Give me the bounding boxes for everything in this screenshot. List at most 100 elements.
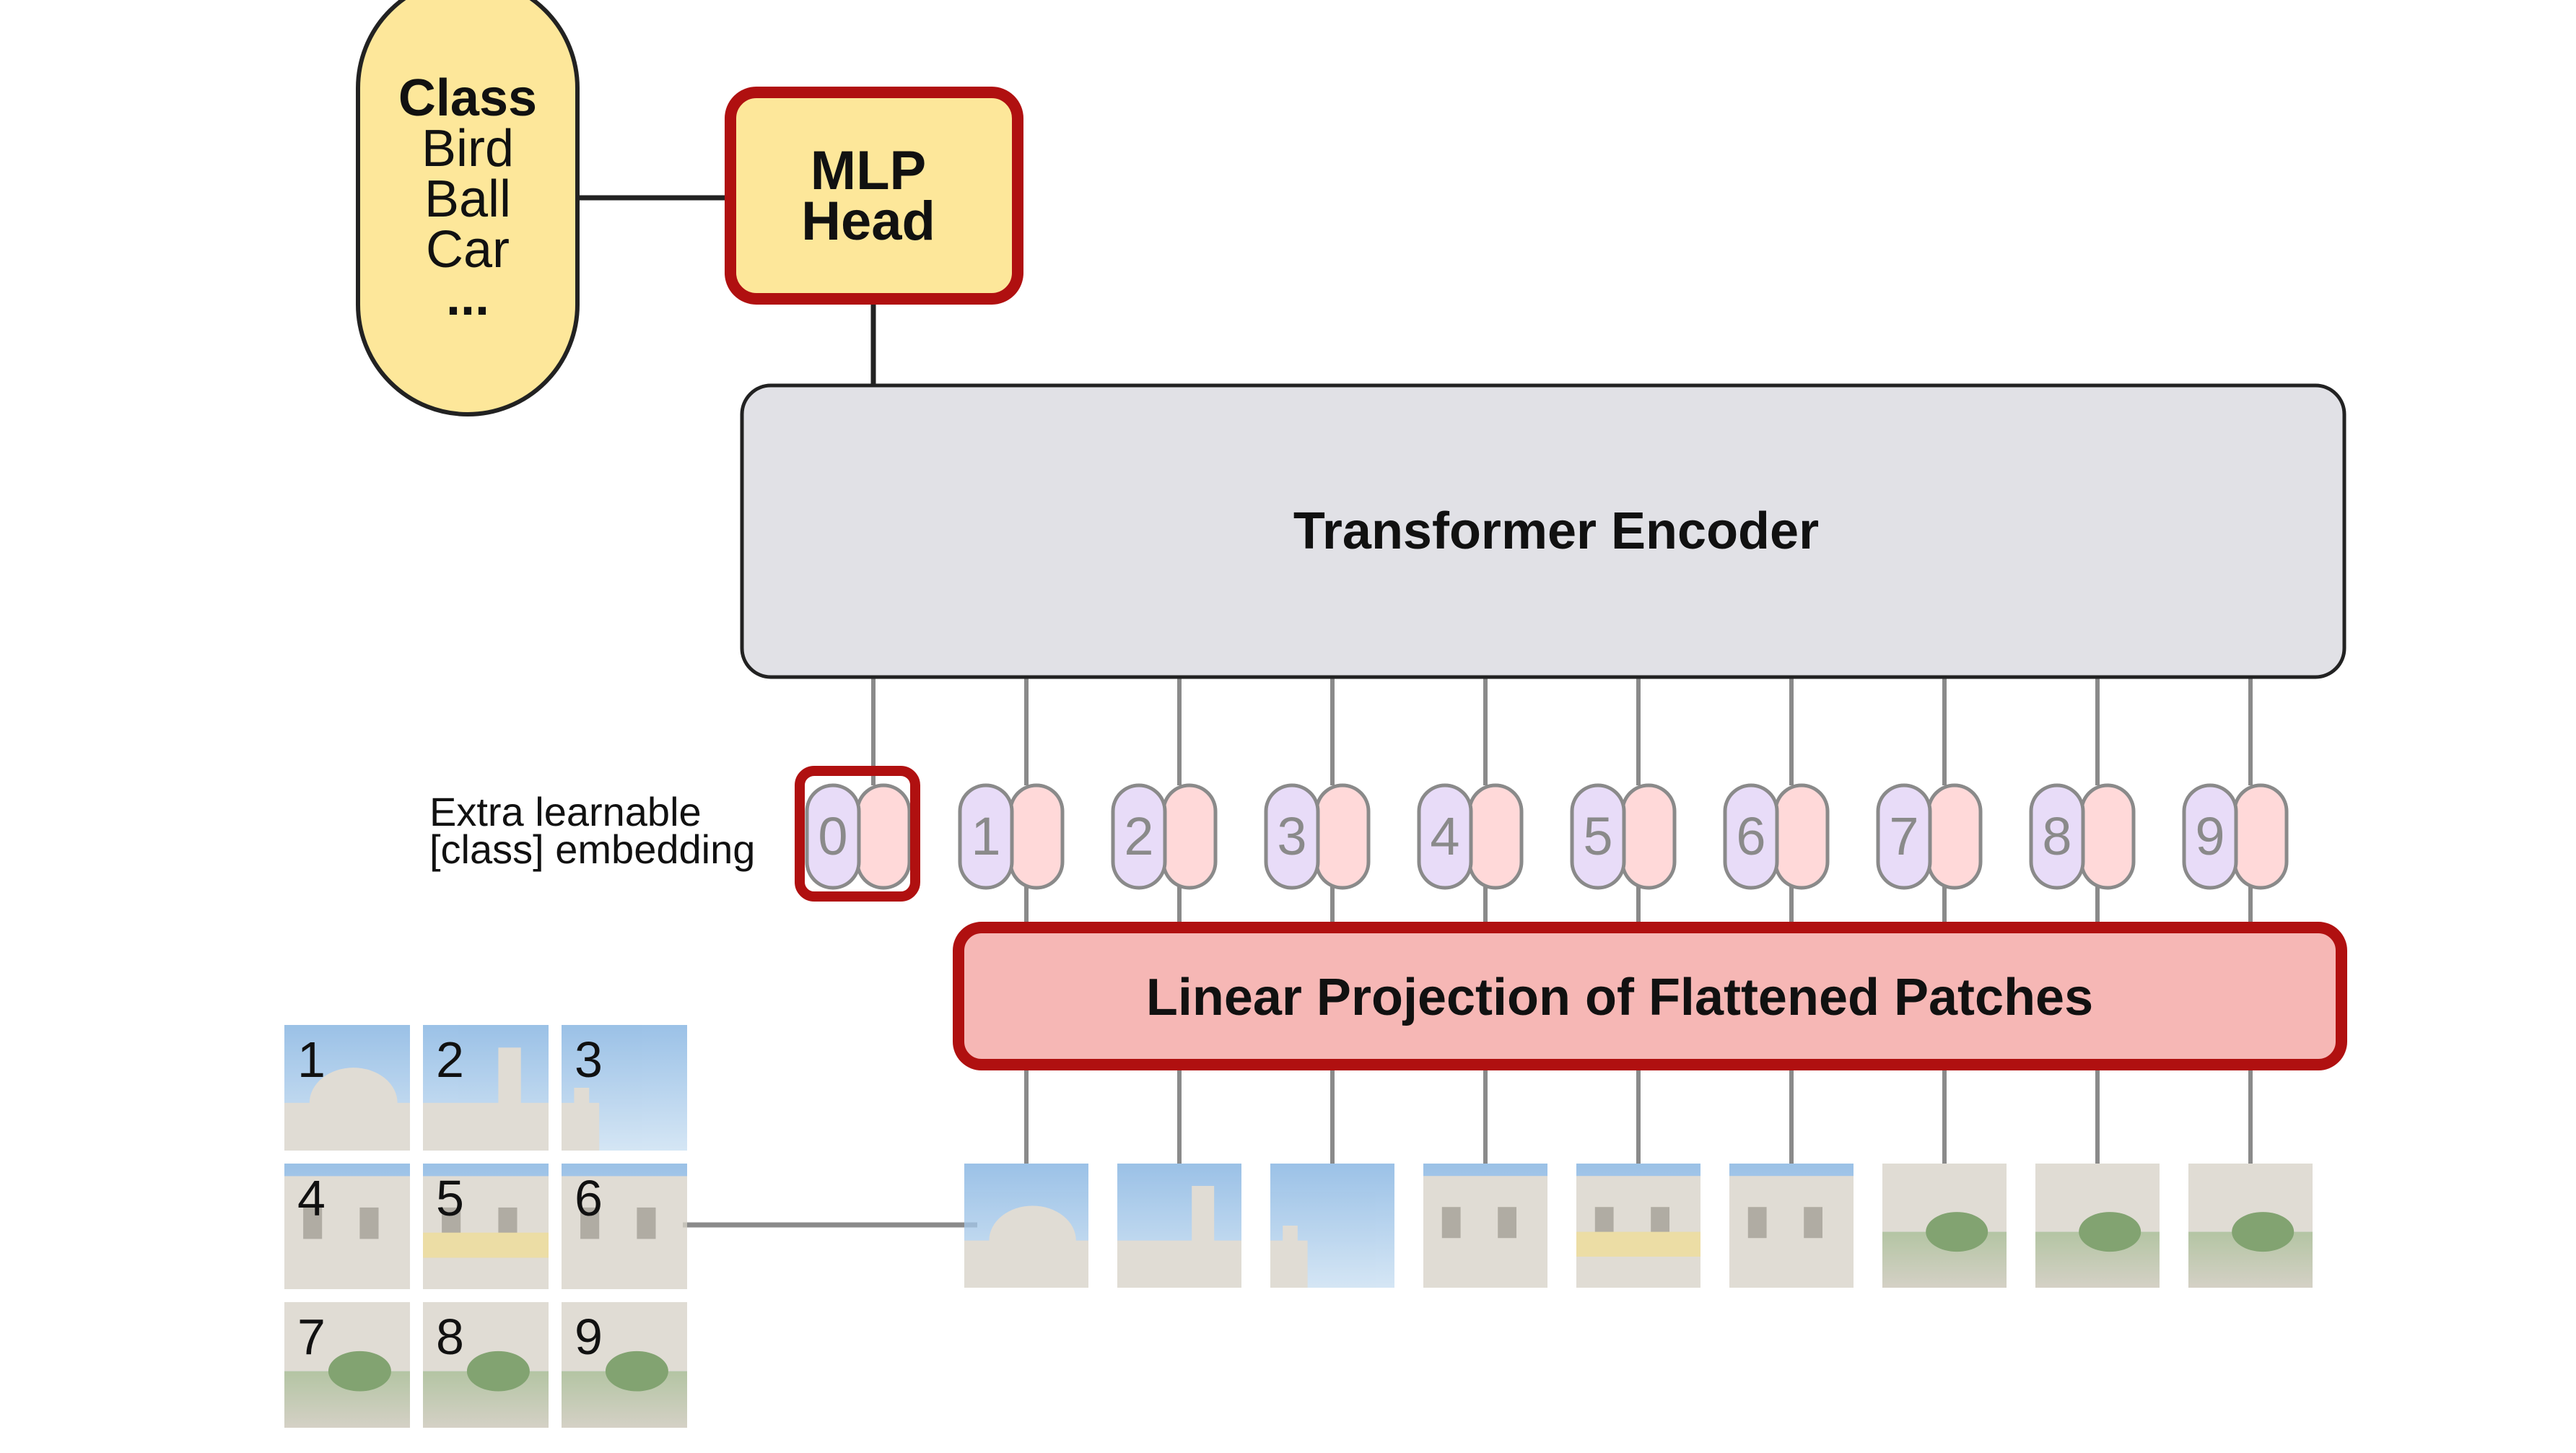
transformer-encoder-box: Transformer Encoder [740,383,2346,679]
patch-embedding-2 [1111,783,1167,890]
token-label-3: 3 [1277,806,1306,866]
grid-patch-4-window-a [303,1207,323,1239]
token-9: 9 [2182,783,2289,890]
class-token-highlight [795,766,920,902]
grid-patch-label-7: 7 [297,1309,326,1365]
sequence-patch-6-window-b [1804,1207,1822,1239]
sequence-patch-3 [1270,1164,1394,1288]
position-embedding-8 [2079,783,2136,890]
position-embedding-4 [1467,783,1524,890]
grid-patch-7-tree [328,1351,391,1392]
grid-patch-label-5: 5 [436,1170,464,1226]
token-label-9: 9 [2195,806,2224,866]
token-label-0: 0 [818,806,847,866]
token-label-1: 1 [971,806,1000,866]
sequence-patch-2 [1117,1164,1241,1288]
position-embedding-6 [1773,783,1830,890]
grid-patch-2-building [423,1102,549,1151]
grid-patch-3-spire [574,1088,590,1113]
patch-embedding-4 [1417,783,1473,890]
sequence-patch-6 [1729,1164,1854,1288]
grid-patch-4-window-b [359,1207,379,1239]
position-embedding-1 [1008,783,1065,890]
grid-patch-3 [562,1025,687,1151]
patch-embedding-6 [1723,783,1779,890]
patch-embedding-1 [958,783,1014,890]
encoder-shape [740,383,2346,679]
patch-sequence [964,1164,2313,1288]
grid-patch-2-tower [498,1047,521,1111]
patch-embedding-9 [2182,783,2238,890]
position-embedding-5 [1620,783,1677,890]
grid-patch-6 [562,1164,687,1289]
token-3: 3 [1264,783,1371,890]
sequence-patch-4-window-b [1498,1207,1516,1239]
class-item-ellipsis: ... [446,269,489,326]
position-embedding-0 [855,783,912,890]
sequence-patch-9 [2188,1164,2313,1288]
grid-patch-7 [284,1302,410,1428]
mlp-head-line2: Head [801,191,935,252]
patch-embedding-5 [1570,783,1626,890]
connectors [577,195,876,385]
token-5: 5 [1570,783,1677,890]
grid-patch-label-2: 2 [436,1031,464,1088]
grid-patch-label-9: 9 [575,1309,603,1365]
grid-patch-1-dome [309,1068,398,1138]
patch-embedding-0 [805,783,861,890]
encoder-label: Transformer Encoder [1293,502,1819,560]
class-box-shape [356,0,580,416]
mlp-head-shape [725,87,1023,305]
sequence-patch-5-band [1576,1231,1700,1257]
class-item-ball: Ball [424,170,511,228]
grid-patch-2 [423,1025,549,1151]
token-8: 8 [2029,783,2136,890]
token-connector-lines [871,677,2253,1164]
patch-embedding-3 [1264,783,1320,890]
grid-patch-1 [284,1025,410,1151]
token-label-6: 6 [1736,806,1765,866]
class-embedding-label-line2: [class] embedding [429,826,755,872]
position-embedding-2 [1161,783,1218,890]
sequence-patch-6-window-a [1747,1207,1767,1239]
token-label-4: 4 [1430,806,1459,866]
class-embedding-label-line1: Extra learnable [429,789,702,834]
class-output-box: Class Bird Ball Car ... [356,0,580,416]
mlp-head-line1: MLP [811,140,926,201]
position-embedding-3 [1314,783,1371,890]
grid-patch-label-3: 3 [575,1031,603,1088]
token-label-5: 5 [1583,806,1612,866]
sequence-patch-2-building [1117,1240,1241,1288]
token-7: 7 [1876,783,1983,890]
grid-patch-6-window-a [580,1207,600,1239]
sequence-patch-2-tower [1192,1185,1215,1248]
grid-patch-9-tree [605,1351,668,1392]
sequence-patch-7-tree [1926,1212,1988,1252]
class-item-car: Car [426,221,510,279]
grid-patch-6-window-b [637,1207,656,1239]
grid-patch-5 [423,1164,549,1289]
grid-patch-label-8: 8 [436,1309,464,1365]
class-title: Class [398,69,537,127]
sequence-patch-7 [1882,1164,2007,1288]
projection-label: Linear Projection of Flattened Patches [1146,969,2093,1026]
sequence-patch-8 [2035,1164,2160,1288]
position-embedding-9 [2232,783,2289,890]
position-embedding-7 [1926,783,1983,890]
projection-shape [953,922,2347,1070]
class-item-bird: Bird [422,120,514,178]
sequence-patch-1 [964,1164,1088,1288]
patch-embedding-7 [1876,783,1932,890]
grid-patch-label-6: 6 [575,1170,603,1226]
token-0: 0 [805,783,912,890]
token-label-7: 7 [1889,806,1918,866]
grid-patch-5-band [423,1232,549,1258]
token-label-8: 8 [2042,806,2071,866]
grid-patch-8-tree [466,1351,530,1392]
grid-patch-4 [284,1164,410,1289]
sequence-patch-5 [1576,1164,1700,1288]
